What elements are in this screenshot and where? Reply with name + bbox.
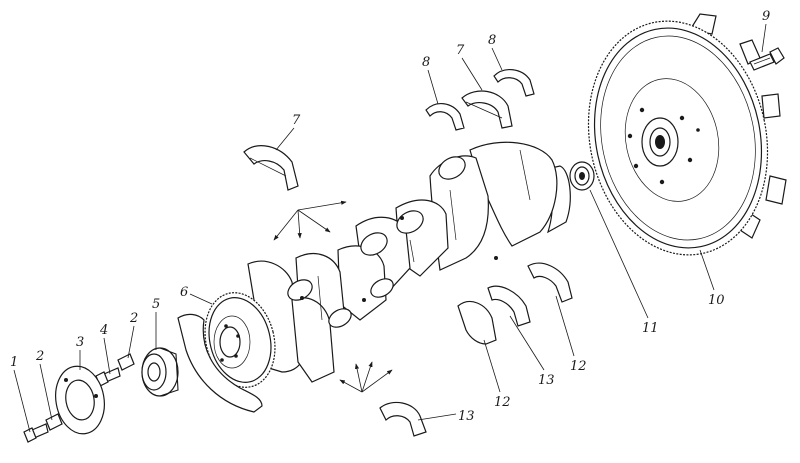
callout-labels: 1 2 3 4 2 5 6 7 7 8 8 9 10 11 12 12 13 1… xyxy=(10,9,770,424)
callout-3: 3 xyxy=(76,335,84,350)
bearing-shell-13-mid xyxy=(487,285,531,327)
flywheel-bolt xyxy=(749,47,785,71)
crankshaft-gear xyxy=(204,292,276,388)
thrust-plate xyxy=(55,365,105,435)
bearing-shell-13-bottom xyxy=(379,401,427,437)
bearing-shell-7-left xyxy=(243,145,299,191)
callout-5: 5 xyxy=(152,297,160,312)
bearing-shell-7-right xyxy=(461,90,513,129)
callout-13-mid: 13 xyxy=(538,373,555,388)
callout-11: 11 xyxy=(642,321,659,336)
bearing-shell-8-left xyxy=(425,103,465,131)
callout-10: 10 xyxy=(708,293,725,308)
crankshaft-hub xyxy=(141,347,179,397)
flywheel xyxy=(587,13,787,256)
callout-8-right: 8 xyxy=(488,33,496,48)
callout-7-right: 7 xyxy=(456,43,465,58)
pilot-bearing xyxy=(569,161,595,191)
callout-1: 1 xyxy=(10,355,18,370)
callout-12-left: 12 xyxy=(494,395,511,410)
bearing-shell-8-right xyxy=(493,69,535,97)
callout-12-right: 12 xyxy=(570,359,587,374)
plate-bolt xyxy=(23,423,49,443)
lock-washer-lower xyxy=(45,413,63,431)
bearing-shell-12-right xyxy=(527,262,573,303)
callout-13-bottom: 13 xyxy=(458,409,475,424)
callout-7-left: 7 xyxy=(292,113,301,128)
front-counterweight xyxy=(177,313,263,413)
bearing-shell-12-left xyxy=(457,301,497,345)
lock-washer-upper xyxy=(117,353,135,371)
assembly-arrows-upper xyxy=(273,200,347,241)
leader-lines xyxy=(13,23,767,433)
callout-8-left: 8 xyxy=(422,55,430,70)
callout-6: 6 xyxy=(180,285,188,300)
callout-2-upper: 2 xyxy=(129,311,138,326)
crankshaft xyxy=(247,141,571,383)
callout-2-lower: 2 xyxy=(35,349,44,364)
callout-4: 4 xyxy=(99,323,108,338)
callout-9: 9 xyxy=(762,9,770,24)
assembly-arrows-lower xyxy=(339,361,393,393)
